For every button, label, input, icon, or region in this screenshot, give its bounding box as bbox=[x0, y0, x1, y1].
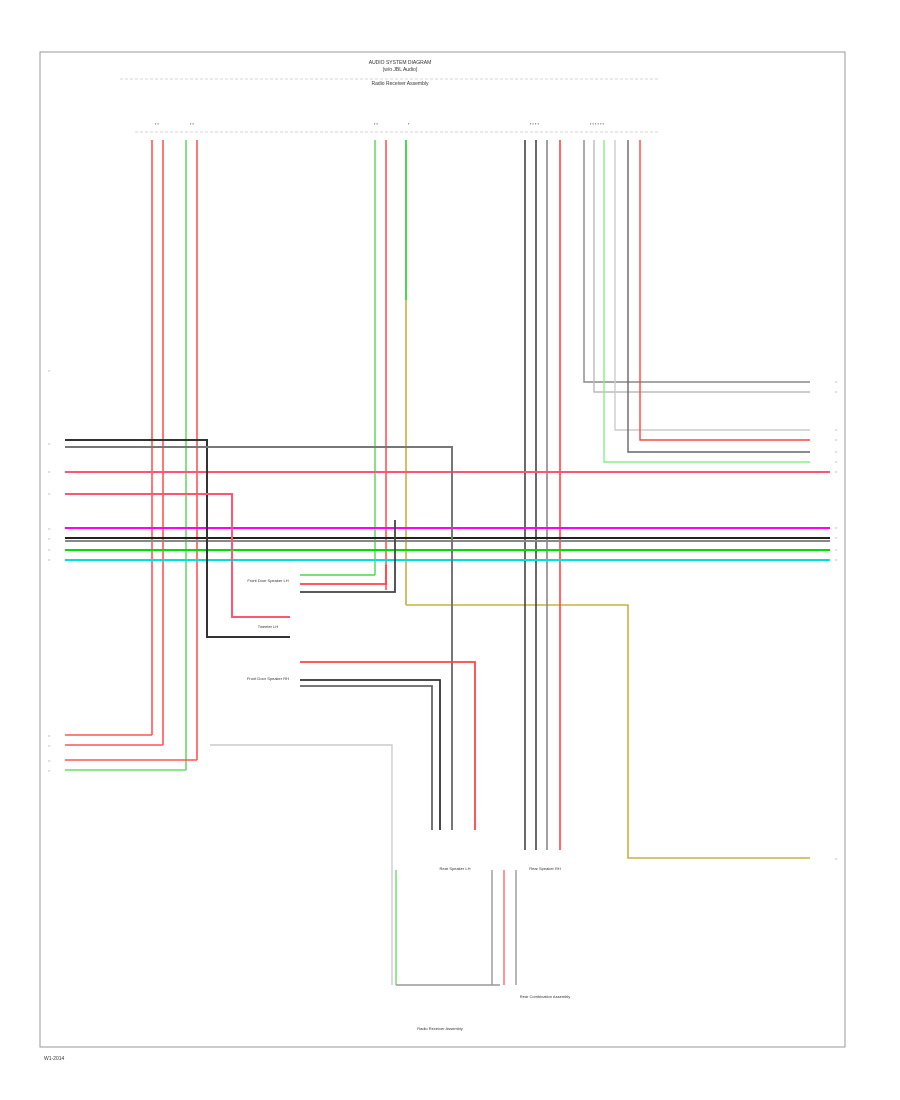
right-terminals: ○ ○ ○ ○ ○ ○ ○ ○ ○ ○ ○ ○ bbox=[835, 379, 838, 861]
top-pin-labels: ▪ ▪ ▪ ▪ ▪ ▪ ▪ ▪ ▪ ▪ ▪ ▪ ▪ ▪ ▪ ▪ ▪ bbox=[155, 121, 605, 126]
front-speaker-wires bbox=[300, 520, 476, 830]
svg-text:○: ○ bbox=[48, 743, 51, 748]
svg-text:▪ ▪: ▪ ▪ bbox=[374, 121, 379, 126]
footer-caption: Radio Receiver Assembly bbox=[417, 1026, 463, 1031]
svg-text:○: ○ bbox=[835, 469, 838, 474]
svg-text:○: ○ bbox=[48, 368, 51, 373]
label-rear-speaker-rh: Rear Speaker RH bbox=[529, 866, 561, 871]
svg-text:○: ○ bbox=[835, 547, 838, 552]
svg-text:▪: ▪ bbox=[408, 121, 410, 126]
svg-text:○: ○ bbox=[835, 535, 838, 540]
svg-text:○: ○ bbox=[835, 427, 838, 432]
svg-text:○: ○ bbox=[48, 536, 51, 541]
svg-text:○: ○ bbox=[835, 525, 838, 530]
svg-text:▪ ▪ ▪ ▪: ▪ ▪ ▪ ▪ bbox=[530, 121, 540, 126]
svg-text:○: ○ bbox=[48, 557, 51, 562]
label-rear-speaker-lh: Rear Speaker LH bbox=[440, 866, 471, 871]
svg-text:○: ○ bbox=[48, 733, 51, 738]
label-front-door-speaker-rh: Front Door Speaker RH bbox=[247, 676, 289, 681]
svg-text:▪ ▪ ▪ ▪ ▪ ▪: ▪ ▪ ▪ ▪ ▪ ▪ bbox=[590, 121, 605, 126]
left-lower-wires bbox=[65, 734, 197, 771]
bottom-wires bbox=[210, 744, 517, 986]
svg-text:○: ○ bbox=[48, 441, 51, 446]
vertical-wires-right bbox=[583, 140, 810, 463]
label-front-door-speaker-lh: Front Door Speaker LH bbox=[247, 578, 288, 583]
label-rear-combination: Rear Combination Assembly bbox=[520, 994, 570, 999]
diagram-frame bbox=[39, 51, 846, 1048]
svg-text:○: ○ bbox=[48, 491, 51, 496]
svg-text:○: ○ bbox=[835, 856, 838, 861]
horizontal-bus bbox=[65, 439, 830, 830]
svg-text:▪ ▪: ▪ ▪ bbox=[190, 121, 195, 126]
diagram-title: AUDIO SYSTEM DIAGRAM bbox=[369, 60, 432, 66]
svg-text:○: ○ bbox=[835, 557, 838, 562]
svg-text:○: ○ bbox=[835, 379, 838, 384]
svg-text:○: ○ bbox=[835, 437, 838, 442]
svg-text:○: ○ bbox=[48, 768, 51, 773]
svg-text:○: ○ bbox=[835, 459, 838, 464]
vertical-wires-left bbox=[151, 140, 810, 859]
vertical-wires-center bbox=[524, 140, 561, 850]
diagram-header-component: Radio Receiver Assembly bbox=[372, 81, 429, 87]
svg-text:○: ○ bbox=[48, 526, 51, 531]
svg-text:▪ ▪: ▪ ▪ bbox=[155, 121, 160, 126]
label-tweeter-lh: Tweeter LH bbox=[258, 624, 279, 629]
page-id: W1-2014 bbox=[44, 1056, 65, 1062]
svg-text:○: ○ bbox=[48, 547, 51, 552]
svg-text:○: ○ bbox=[48, 469, 51, 474]
left-terminals: ○ ○ ○ ○ ○ ○ ○ ○ ○ ○ ○ ○ bbox=[48, 368, 51, 773]
diagram-subtitle: (w/o JBL Audio) bbox=[383, 67, 418, 73]
svg-text:○: ○ bbox=[835, 389, 838, 394]
svg-text:○: ○ bbox=[835, 449, 838, 454]
svg-text:○: ○ bbox=[48, 758, 51, 763]
